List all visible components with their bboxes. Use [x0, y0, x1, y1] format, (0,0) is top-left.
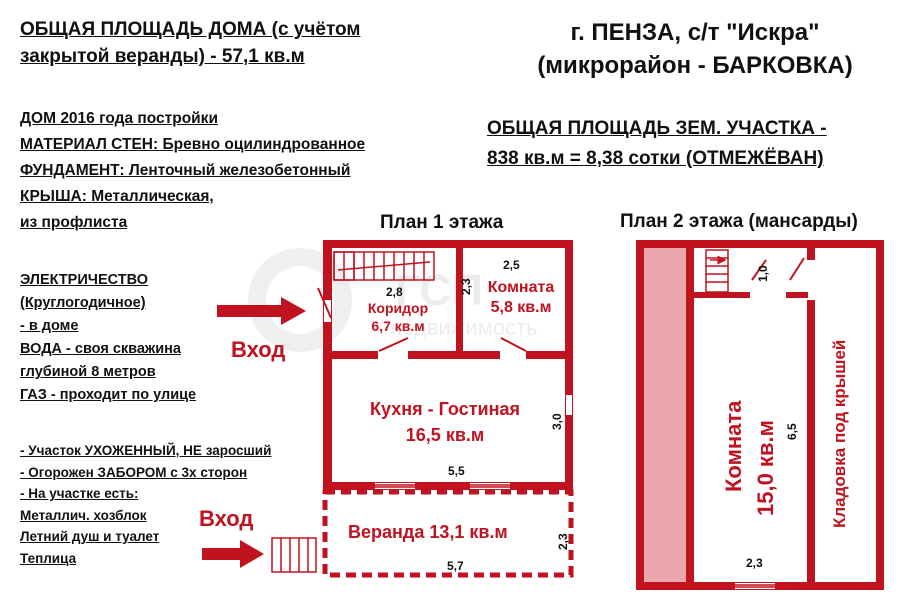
plot-feature-item: Металлич. хозблок: [20, 507, 147, 523]
veranda-dimension-bottom: 5,7: [447, 559, 464, 573]
land-area-line: 838 кв.м = 8,38 сотки (ОТМЕЖЁВАН): [487, 148, 824, 169]
floor2-storage-label: Кладовка под крышей: [830, 339, 849, 528]
small-room-area: 5,8 кв.м: [490, 299, 552, 316]
floor1-door-swings: [317, 287, 527, 352]
house-area-line: закрытой веранды) - 57,1 кв.м: [20, 46, 305, 67]
floor2-shaded-area: [644, 248, 686, 582]
veranda-label: Веранда 13,1 кв.м: [348, 522, 508, 542]
floor1-door-corridor: [378, 351, 408, 359]
veranda-steps: [271, 537, 317, 573]
floor1-window-panes: [375, 484, 510, 488]
veranda-dimension-side: 2,3: [556, 533, 570, 550]
plot-features-list: - Участок УХОЖЕННЫЙ, НЕ заросший - Огоро…: [20, 440, 271, 569]
floor1-wall-divider: [456, 248, 463, 351]
house-area-line: ОБЩАЯ ПЛОЩАДЬ ДОМА (с учётом: [20, 19, 361, 40]
floor2-wall-right-inner: [807, 300, 815, 582]
watermark-brand: ГСП: [395, 266, 483, 315]
floor2-wall-left-inner: [686, 248, 694, 582]
corridor-dimension: 2,8: [386, 285, 403, 299]
floor2-room-dimension-bottom: 2,3: [746, 556, 763, 570]
floor2-window-panes: [735, 584, 775, 588]
floor1-stairs: [333, 251, 435, 281]
plot-feature-item: - Огорожен ЗАБОРОМ с 3х сторон: [20, 464, 248, 480]
floor1-right-window: [566, 395, 572, 415]
floor2-room-dimension-side: 6,5: [785, 423, 799, 440]
floor2-plan: [636, 240, 884, 590]
city-heading: г. ПЕНЗА, с/т "Искра" (микрорайон - БАРК…: [500, 16, 890, 82]
house-info-item: КРЫША: Металлическая,: [20, 188, 214, 205]
kitchen-dimension-side: 3,0: [550, 413, 564, 430]
house-area-heading: ОБЩАЯ ПЛОЩАДЬ ДОМА (с учётом закрытой ве…: [20, 16, 360, 70]
floor1-bottom-window-right: [470, 483, 510, 489]
floor2-bottom-window: [735, 583, 775, 589]
entrance-arrows: [202, 297, 306, 568]
floor1-door-room: [500, 351, 526, 359]
entrance-label-bottom: Вход: [199, 506, 254, 531]
small-room-dimension-side: 2,3: [459, 278, 473, 295]
land-area-heading: ОБЩАЯ ПЛОЩАДЬ ЗЕМ. УЧАСТКА - 838 кв.м = …: [487, 114, 827, 174]
entrance-arrow-bottom-head: [240, 540, 264, 568]
plot-feature-item: Летний душ и туалет: [20, 529, 160, 544]
floor2-stair-dimension: 1,0: [756, 265, 770, 282]
floor2-stairs: [705, 249, 729, 293]
house-info-item: МАТЕРИАЛ СТЕН: Бревно оцилиндрованное: [20, 136, 366, 153]
kitchen-name: Кухня - Гостиная: [370, 399, 520, 419]
small-room-label: Комната 5,8 кв.м: [480, 278, 562, 318]
city-line: г. ПЕНЗА, с/т "Искра": [570, 19, 820, 46]
watermark-sub: недвижимость: [390, 315, 538, 340]
kitchen-label: Кухня - Гостиная 16,5 кв.м: [340, 396, 550, 448]
kitchen-area: 16,5 кв.м: [405, 425, 485, 445]
house-info-list: ДОМ 2016 года постройки МАТЕРИАЛ СТЕН: Б…: [20, 106, 365, 236]
floor1-wall-bottom: [323, 482, 573, 490]
floor2-wall-right-stub: [807, 248, 815, 260]
floor1-wall-mid: [323, 351, 573, 359]
floor2-title: План 2 этажа (мансарды): [620, 211, 858, 232]
corridor-label: Коридор 6,7 кв.м: [352, 299, 444, 335]
plot-feature-item: Теплица: [20, 550, 77, 566]
floor2-room-name: Комната: [721, 400, 746, 492]
floor1-title: План 1 этажа: [380, 212, 504, 233]
floor2-room-area: 15,0 кв.м: [753, 420, 778, 516]
floor2-stair-partition-right: [786, 292, 808, 298]
entrance-arrow-bottom: [202, 548, 242, 560]
land-area-line: ОБЩАЯ ПЛОЩАДЬ ЗЕМ. УЧАСТКА -: [487, 118, 827, 139]
entrance-label-top: Вход: [231, 337, 286, 362]
city-line: (микрорайон - БАРКОВКА): [537, 52, 853, 79]
utilities-item: ГАЗ - проходит по улице: [20, 387, 197, 403]
plot-feature-item: - Участок УХОЖЕННЫЙ, НЕ заросший: [20, 443, 272, 458]
small-room-name: Комната: [487, 279, 555, 296]
house-info-item: ДОМ 2016 года постройки: [20, 110, 218, 127]
floor1-wall-top: [323, 240, 573, 248]
floor1-bottom-window-left: [375, 483, 415, 489]
small-room-dimension-top: 2,5: [503, 258, 520, 272]
utilities-item: - в доме: [20, 318, 79, 334]
utilities-item: ЭЛЕКТРИЧЕСТВО: [20, 272, 148, 288]
entrance-arrow-top: [217, 305, 283, 317]
corridor-area: 6,7 кв.м: [371, 318, 425, 334]
kitchen-dimension-bottom: 5,5: [448, 464, 465, 478]
utilities-list: ЭЛЕКТРИЧЕСТВО (Круглогодичное) - в доме …: [20, 269, 196, 407]
corridor-name: Коридор: [367, 300, 429, 316]
house-info-item: из профлиста: [20, 214, 128, 231]
plot-feature-item: - На участке есть:: [20, 486, 139, 501]
veranda-outline: [322, 489, 574, 578]
floor1-plan: [323, 240, 573, 490]
utilities-item: (Круглогодичное): [20, 295, 146, 311]
floor2-door-swings: [751, 257, 805, 281]
floor1-wall-left: [323, 240, 332, 486]
floor1-wall-right: [565, 240, 573, 486]
entrance-arrow-top-head: [281, 297, 306, 325]
house-info-item: ФУНДАМЕНТ: Ленточный железобетонный: [20, 162, 351, 179]
utilities-item: глубиной 8 метров: [20, 364, 156, 380]
floor2-stair-partition: [694, 292, 750, 298]
utilities-item: ВОДА - своя скважина: [20, 341, 181, 357]
